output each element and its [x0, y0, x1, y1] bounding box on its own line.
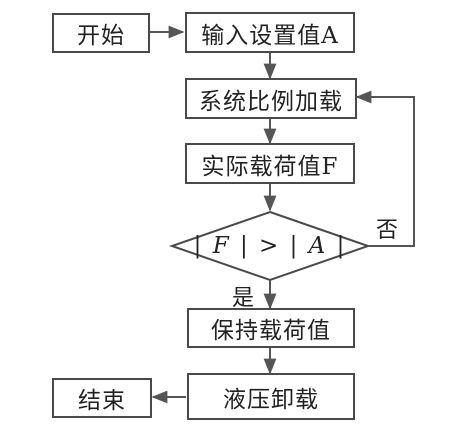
end-node: 结束	[52, 378, 152, 418]
hold-load-node: 保持载荷值	[187, 308, 355, 348]
input-setpoint-node: 输入设置值A	[185, 12, 355, 53]
hydraulic-unload-label: 液压卸载	[223, 386, 319, 413]
input-setpoint-label: 输入设置值A	[201, 22, 339, 49]
decision-label: | F | > | A |	[193, 233, 347, 259]
hydraulic-unload-node: 液压卸载	[187, 373, 355, 420]
start-node: 开始	[52, 13, 150, 53]
end-label: 结束	[78, 388, 126, 414]
actual-load-label: 实际载荷值F	[201, 153, 339, 180]
hold-load-label: 保持载荷值	[211, 318, 331, 344]
proportional-load-node: 系统比例加载	[185, 78, 357, 119]
start-label: 开始	[77, 23, 125, 49]
actual-load-node: 实际载荷值F	[185, 143, 355, 184]
no-label: 否	[376, 218, 399, 243]
proportional-load-label: 系统比例加载	[199, 88, 343, 115]
yes-label: 是	[232, 286, 255, 311]
edge-decision-to-load-loop	[355, 90, 415, 247]
